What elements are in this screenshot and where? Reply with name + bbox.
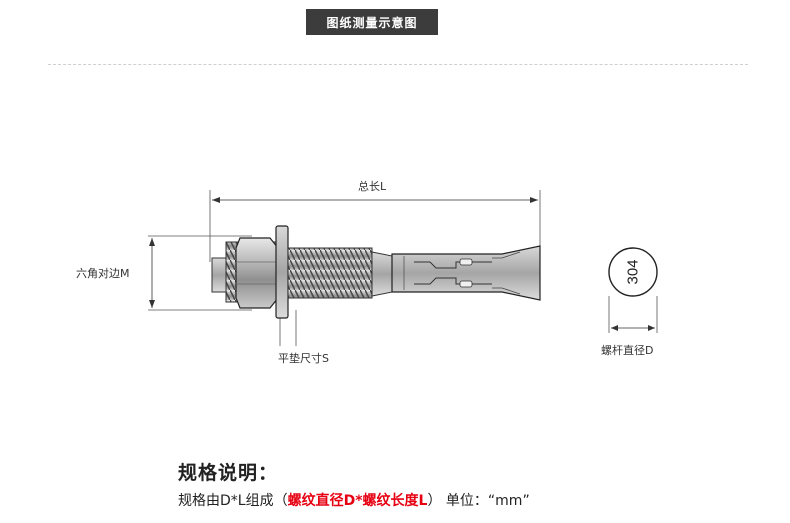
spec-suffix: ） 单位：“mm” [427,493,530,509]
anchor-bolt [211,225,541,319]
spec-description: 规格由D*L组成（螺纹直径D*螺纹长度L） 单位：“mm” [178,490,530,510]
section-title: 图纸测量示意图 [326,15,418,30]
expansion-sleeve [391,245,541,301]
material-stamp: 304 [625,259,642,284]
total-length-dimension [209,190,541,262]
rod-diameter-label: 螺杆直径D [601,344,654,357]
washer [275,225,289,319]
hex-nut [235,237,279,309]
spec-title: 规格说明： [178,462,279,484]
threaded-shank [287,247,373,299]
spec-prefix: 规格由D*L组成（ [178,493,288,509]
bolt-end-view: 304 [608,247,658,333]
hex-dimension [148,235,252,311]
spec-highlight: 螺纹直径D*螺纹长度L [287,493,428,509]
dashed-divider [48,64,748,65]
total-length-label: 总长L [358,180,387,193]
section-title-badge: 图纸测量示意图 [306,9,438,35]
washer-size-label: 平垫尺寸S [278,352,329,365]
hex-size-label: 六角对边M [76,267,130,280]
